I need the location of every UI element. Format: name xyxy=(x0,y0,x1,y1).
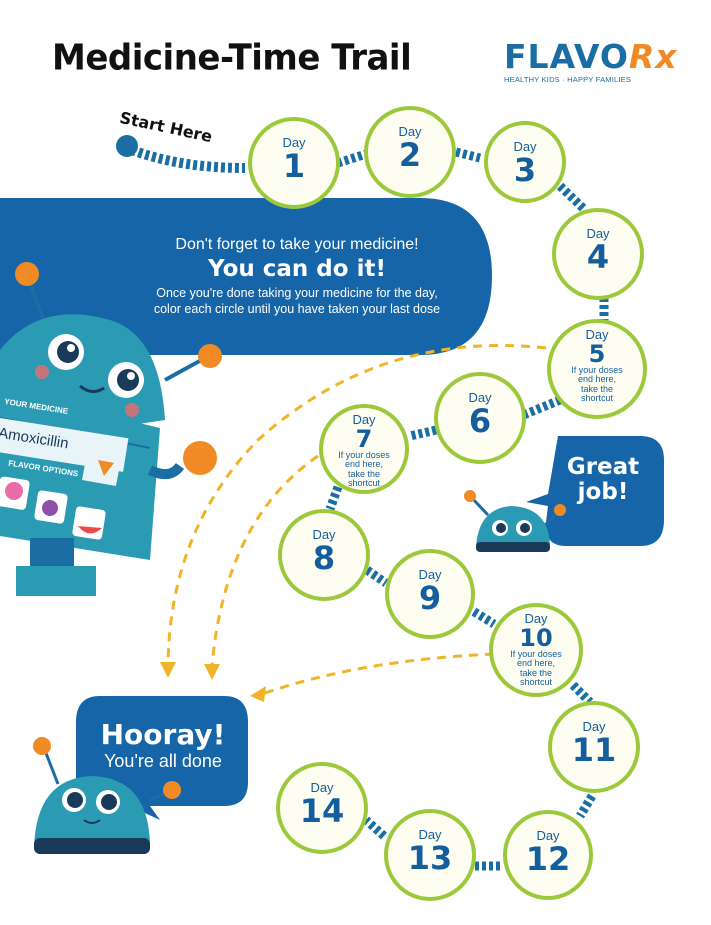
logo-tagline: HEALTHY KIDS · HAPPY FAMILIES xyxy=(504,75,632,84)
day-label: Day xyxy=(312,527,336,542)
day-label: Day xyxy=(310,780,334,795)
shortcut-note: shortcut xyxy=(347,478,380,489)
logo-brand: FLAVO xyxy=(504,37,629,76)
banner-shape xyxy=(0,198,492,355)
great-job-line1: Great xyxy=(566,454,640,480)
day-label: Day xyxy=(536,828,560,843)
shortcut-note: end here, xyxy=(344,459,384,470)
logo-wordmark: FLAVORx xyxy=(504,37,677,76)
arrow-heads xyxy=(160,662,266,702)
hooray-line2: You're all done xyxy=(104,751,222,771)
great-job-bubble xyxy=(526,436,664,546)
day-number: 11 xyxy=(571,731,617,769)
page-title: Medicine-Time Trail xyxy=(52,37,412,79)
shortcut-note: If your doses xyxy=(571,365,623,375)
day-number: 3 xyxy=(513,151,537,189)
day-label: Day xyxy=(524,611,548,626)
small-robot-left xyxy=(33,737,181,854)
day-number: 4 xyxy=(586,238,610,276)
shortcut-arrows xyxy=(166,344,547,696)
day-number: 8 xyxy=(312,539,336,577)
hooray-text: Hooray! You're all done xyxy=(80,718,246,772)
day-label: Day xyxy=(513,139,537,154)
brand-logo: FLAVORx HEALTHY KIDS · HAPPY FAMILIES xyxy=(504,37,677,84)
day-number: 9 xyxy=(418,579,442,617)
day-label: Day xyxy=(468,390,492,405)
day-number: 1 xyxy=(282,147,306,185)
small-robot-right xyxy=(464,490,566,552)
banner-line1: Don't forget to take your medicine! xyxy=(175,236,419,253)
shortcut-note: take the xyxy=(347,468,381,479)
shortcut-note: end here, xyxy=(577,374,617,385)
day-label: Day xyxy=(585,327,609,342)
robot-illustration xyxy=(0,262,222,596)
day-label: Day xyxy=(352,412,376,427)
day-number: 2 xyxy=(398,136,422,174)
banner-line4: color each circle until you have taken y… xyxy=(153,301,441,316)
day-number: 10 xyxy=(519,624,553,652)
day-number: 7 xyxy=(355,425,373,453)
great-job-text: Great job! xyxy=(548,454,658,506)
shortcut-note: If your doses xyxy=(338,450,390,460)
banner-message: Don't forget to take your medicine! You … xyxy=(112,236,482,317)
day-number: 12 xyxy=(525,840,571,878)
banner-line3: Once you're done taking your medicine fo… xyxy=(156,286,438,300)
shortcut-note: take the xyxy=(580,383,614,394)
banner-line2: You can do it! xyxy=(208,256,386,282)
day-label: Day xyxy=(418,827,442,842)
shortcut-note: If your doses xyxy=(510,649,562,659)
shortcut-note: take the xyxy=(519,667,553,678)
shortcut-note: end here, xyxy=(516,658,556,669)
shortcut-note: shortcut xyxy=(519,677,552,688)
day-label: Day xyxy=(398,124,422,139)
day-number: 6 xyxy=(468,402,492,440)
day-number: 5 xyxy=(588,340,606,368)
day-number: 14 xyxy=(299,792,345,830)
day-number: 13 xyxy=(407,839,453,877)
logo-rx: Rx xyxy=(628,37,678,76)
start-path xyxy=(130,145,246,173)
day-label: Day xyxy=(282,135,306,150)
day-label: Day xyxy=(418,567,442,582)
day-label: Day xyxy=(582,719,606,734)
hooray-line1: Hooray! xyxy=(100,718,226,751)
great-job-line2: job! xyxy=(577,479,629,506)
day-label: Day xyxy=(586,226,610,241)
shortcut-note: shortcut xyxy=(580,393,613,404)
